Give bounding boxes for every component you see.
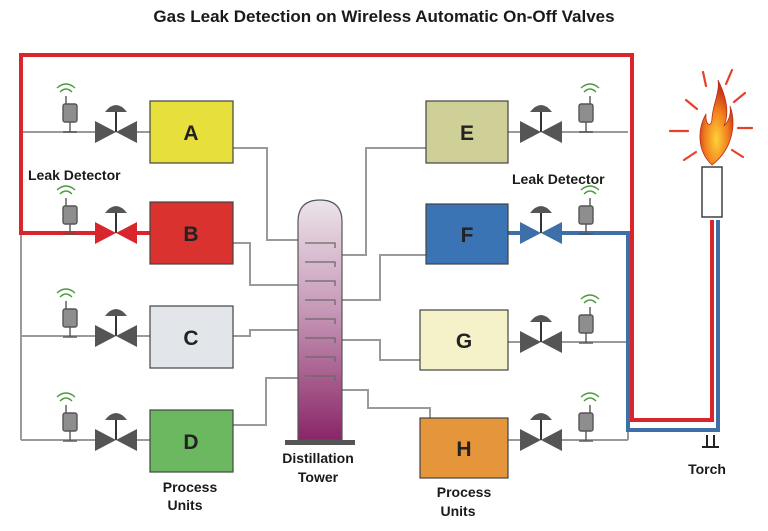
unit-letter-c: C bbox=[183, 327, 198, 350]
gray-pipes bbox=[20, 131, 629, 441]
unit-box-g bbox=[419, 309, 509, 371]
leak-detector-label-right: Leak Detector bbox=[512, 171, 605, 187]
unit-letter-e: E bbox=[460, 122, 474, 145]
tower-label-line2: Tower bbox=[298, 469, 339, 485]
process-units-label-right-1: Process bbox=[437, 484, 492, 500]
valve-b-icon bbox=[95, 206, 137, 244]
wireless-detector-f-icon bbox=[578, 185, 600, 235]
process-units-label-left-2: Units bbox=[168, 497, 203, 513]
unit-box-b bbox=[149, 201, 234, 265]
torch-label: Torch bbox=[688, 461, 726, 477]
process-unit-b: B bbox=[149, 201, 234, 265]
unit-letter-a: A bbox=[183, 122, 198, 145]
process-unit-a: A bbox=[149, 100, 234, 164]
process-units-label-right-2: Units bbox=[441, 503, 476, 519]
process-units-label-left-1: Process bbox=[163, 479, 218, 495]
valve-h-icon bbox=[520, 413, 562, 451]
unit-box-h bbox=[419, 417, 509, 479]
unit-box-f bbox=[425, 203, 509, 265]
torch-tip bbox=[701, 166, 723, 218]
wireless-detector-a-icon bbox=[56, 83, 78, 133]
wireless-detector-g-icon bbox=[578, 294, 600, 344]
process-unit-h: H bbox=[419, 417, 509, 479]
torch-base-icon bbox=[702, 435, 719, 448]
torch-stack bbox=[668, 68, 754, 448]
process-unit-f: F bbox=[425, 203, 509, 265]
wireless-detector-h-icon bbox=[578, 392, 600, 442]
tower-label-line1: Distillation bbox=[282, 450, 354, 466]
process-unit-g: G bbox=[419, 309, 509, 371]
valve-g-icon bbox=[520, 315, 562, 353]
unit-letter-h: H bbox=[456, 438, 471, 461]
blue-flare-line-main bbox=[562, 220, 720, 432]
unit-letter-b: B bbox=[183, 223, 198, 246]
unit-box-e bbox=[425, 100, 509, 164]
tower-base bbox=[285, 440, 355, 445]
wireless-detector-c-icon bbox=[56, 288, 78, 338]
wireless-detector-b-icon bbox=[56, 185, 78, 235]
unit-box-a bbox=[149, 100, 234, 164]
flame-icon bbox=[668, 68, 754, 166]
diagram-title: Gas Leak Detection on Wireless Automatic… bbox=[153, 7, 614, 26]
process-unit-d: D bbox=[149, 409, 234, 473]
unit-box-c bbox=[149, 305, 234, 369]
wireless-detector-e-icon bbox=[578, 83, 600, 133]
distillation-tower bbox=[285, 199, 355, 445]
valve-e-icon bbox=[520, 105, 562, 143]
wireless-detector-d-icon bbox=[56, 392, 78, 442]
valve-a-icon bbox=[95, 105, 137, 143]
unit-letter-d: D bbox=[183, 431, 198, 454]
valve-f-icon bbox=[520, 206, 562, 244]
unit-letter-g: G bbox=[456, 330, 472, 353]
valve-c-icon bbox=[95, 309, 137, 347]
process-unit-c: C bbox=[149, 305, 234, 369]
unit-box-d bbox=[149, 409, 234, 473]
unit-letter-f: F bbox=[461, 224, 474, 247]
red-flare-line bbox=[19, 53, 714, 422]
leak-detector-label-left: Leak Detector bbox=[28, 167, 121, 183]
process-unit-e: E bbox=[425, 100, 509, 164]
valve-d-icon bbox=[95, 413, 137, 451]
